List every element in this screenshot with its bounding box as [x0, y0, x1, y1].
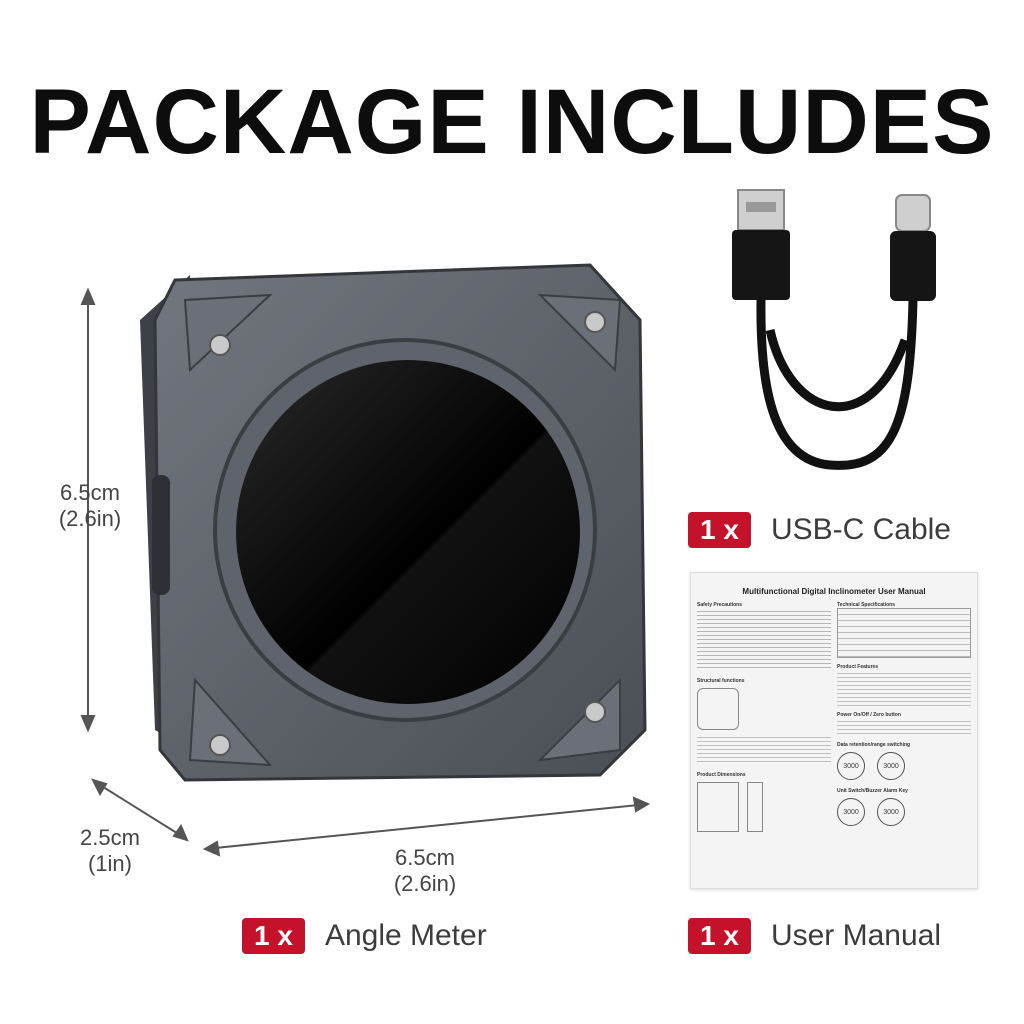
depth-dimension: 2.5cm (1in): [80, 825, 140, 876]
item-user-manual: 1 x User Manual: [688, 918, 941, 954]
quantity-badge: 1 x: [688, 918, 751, 954]
item-label: USB-C Cable: [770, 513, 951, 546]
manual-heading: Multifunctional Digital Inclinometer Use…: [742, 587, 926, 596]
screw-icon: [584, 701, 606, 723]
item-usb-c-cable: 1 x USB-C Cable: [688, 512, 951, 548]
screw-icon: [209, 334, 231, 356]
screw-icon: [209, 734, 231, 756]
quantity-badge: 1 x: [688, 512, 751, 548]
item-label: Angle Meter: [324, 919, 487, 952]
usb-c-cable-image: [732, 189, 936, 470]
page-title: PACKAGE INCLUDES: [29, 71, 995, 173]
height-dimension: 6.5cm (2.6in): [58, 480, 122, 531]
item-angle-meter: 1 x Angle Meter: [242, 918, 487, 954]
display-screen: [236, 360, 580, 704]
screw-icon: [584, 311, 606, 333]
angle-meter-image: [140, 263, 647, 782]
quantity-badge: 1 x: [242, 918, 305, 954]
user-manual-image: Multifunctional Digital Inclinometer Use…: [690, 572, 978, 889]
width-dimension: 6.5cm (2.6in): [393, 845, 457, 896]
item-label: User Manual: [770, 919, 942, 952]
